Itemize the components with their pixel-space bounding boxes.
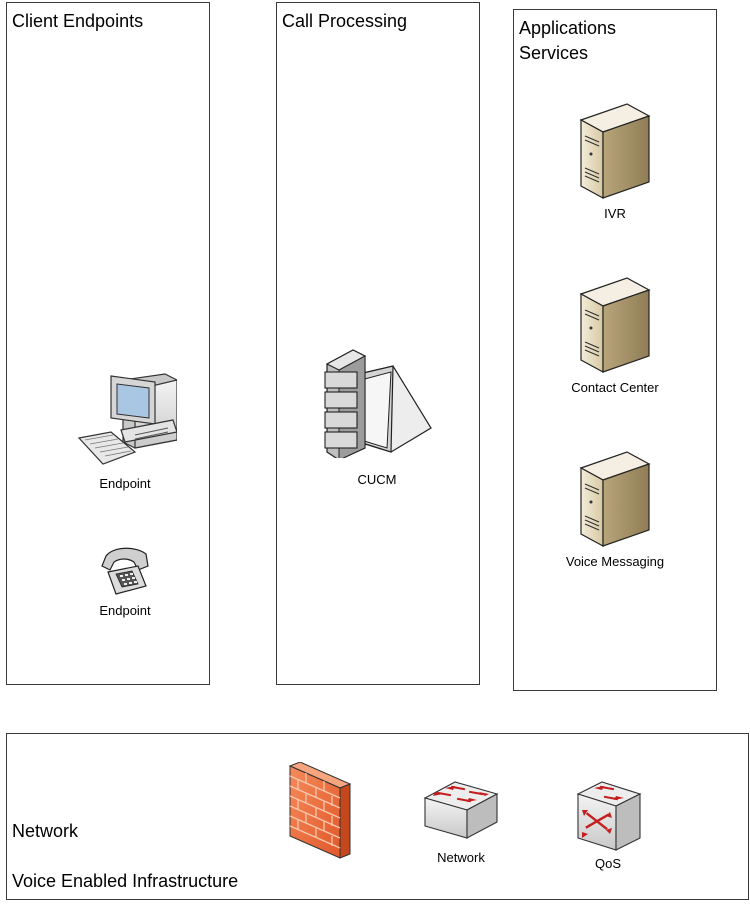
- contact-center-label: Contact Center: [571, 380, 659, 395]
- network-switch-node[interactable]: Network: [418, 780, 504, 866]
- cucm-label: CUCM: [357, 472, 397, 487]
- telephone-icon: [101, 547, 149, 595]
- voice-messaging-label: Voice Messaging: [565, 554, 665, 569]
- voice-messaging-node[interactable]: Voice Messaging: [550, 450, 680, 570]
- network-title-line2: Voice Enabled Infrastructure: [12, 871, 239, 891]
- qos-label: QoS: [594, 856, 621, 871]
- endpoint-workstation-label: Endpoint: [99, 476, 151, 491]
- applications-services-title: Applications Services: [519, 18, 617, 63]
- endpoint-telephone-node[interactable]: Endpoint: [90, 546, 160, 619]
- call-processing-title: Call Processing: [282, 11, 408, 31]
- network-title-line1: Network: [12, 821, 79, 841]
- network-title: Network Voice Enabled Infrastructure: [12, 794, 238, 919]
- workstation-icon: [77, 373, 177, 465]
- endpoint-telephone-label: Endpoint: [99, 603, 151, 618]
- multilayer-switch-icon: [576, 781, 642, 851]
- firewall-node[interactable]: [284, 762, 354, 860]
- tower-server-icon: [579, 451, 651, 548]
- client-endpoints-panel: Client Endpoints: [6, 2, 210, 685]
- contact-center-node[interactable]: Contact Center: [555, 276, 675, 396]
- network-switch-label: Network: [437, 850, 485, 865]
- switch-icon: [423, 781, 499, 839]
- call-processing-panel: Call Processing: [276, 2, 480, 685]
- call-manager-server-icon: [324, 349, 432, 458]
- qos-node[interactable]: QoS: [568, 780, 648, 872]
- ivr-node[interactable]: IVR: [565, 102, 665, 222]
- tower-server-icon: [579, 277, 651, 374]
- tower-server-icon: [579, 103, 651, 200]
- cucm-node[interactable]: CUCM: [318, 348, 436, 488]
- client-endpoints-title: Client Endpoints: [12, 11, 144, 31]
- endpoint-workstation-node[interactable]: Endpoint: [70, 372, 180, 492]
- ivr-label: IVR: [604, 206, 626, 221]
- firewall-icon: [288, 762, 352, 859]
